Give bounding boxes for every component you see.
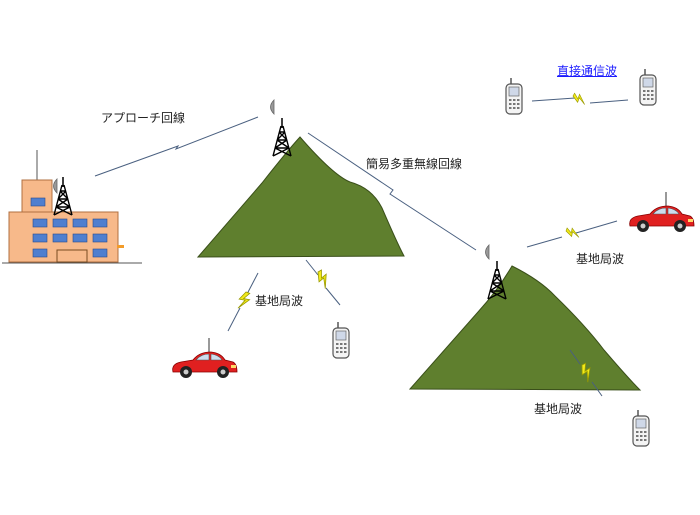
base-station-label-right-top: 基地局波 <box>576 252 625 266</box>
base-station-wave-left-phone <box>305 259 341 306</box>
base-station-label-left: 基地局波 <box>255 294 304 308</box>
car-icon <box>629 191 695 233</box>
base-station-wave-right-car <box>526 220 618 248</box>
lightning-bolt-icon <box>571 91 589 107</box>
direct-comm-link <box>531 97 629 104</box>
multiplex-line-label: 簡易多重無線回線 <box>366 157 463 171</box>
dish-antenna-icon <box>270 99 275 115</box>
car-icon <box>172 337 238 379</box>
approach-line-link <box>94 116 259 177</box>
mobile-phone-icon <box>505 77 523 115</box>
approach-line-label: アプローチ回線 <box>101 111 186 125</box>
mobile-phone-icon <box>639 68 657 106</box>
mobile-phone-icon <box>632 409 650 447</box>
base-station-wave-left-car <box>227 272 259 332</box>
dish-antenna-icon <box>485 244 490 260</box>
dish-antenna-icon <box>53 178 58 194</box>
multiplex-line-link <box>307 132 477 251</box>
mountain-icon <box>408 265 642 391</box>
base-station-label-right-bottom: 基地局波 <box>534 402 583 416</box>
mobile-phone-icon <box>332 321 350 359</box>
direct-comm-label: 直接通信波 <box>557 64 618 78</box>
lightning-bolt-icon <box>235 290 253 312</box>
base-station-wave-right-phone <box>569 349 603 397</box>
building-icon <box>2 150 142 264</box>
lightning-bolt-icon <box>314 268 333 290</box>
